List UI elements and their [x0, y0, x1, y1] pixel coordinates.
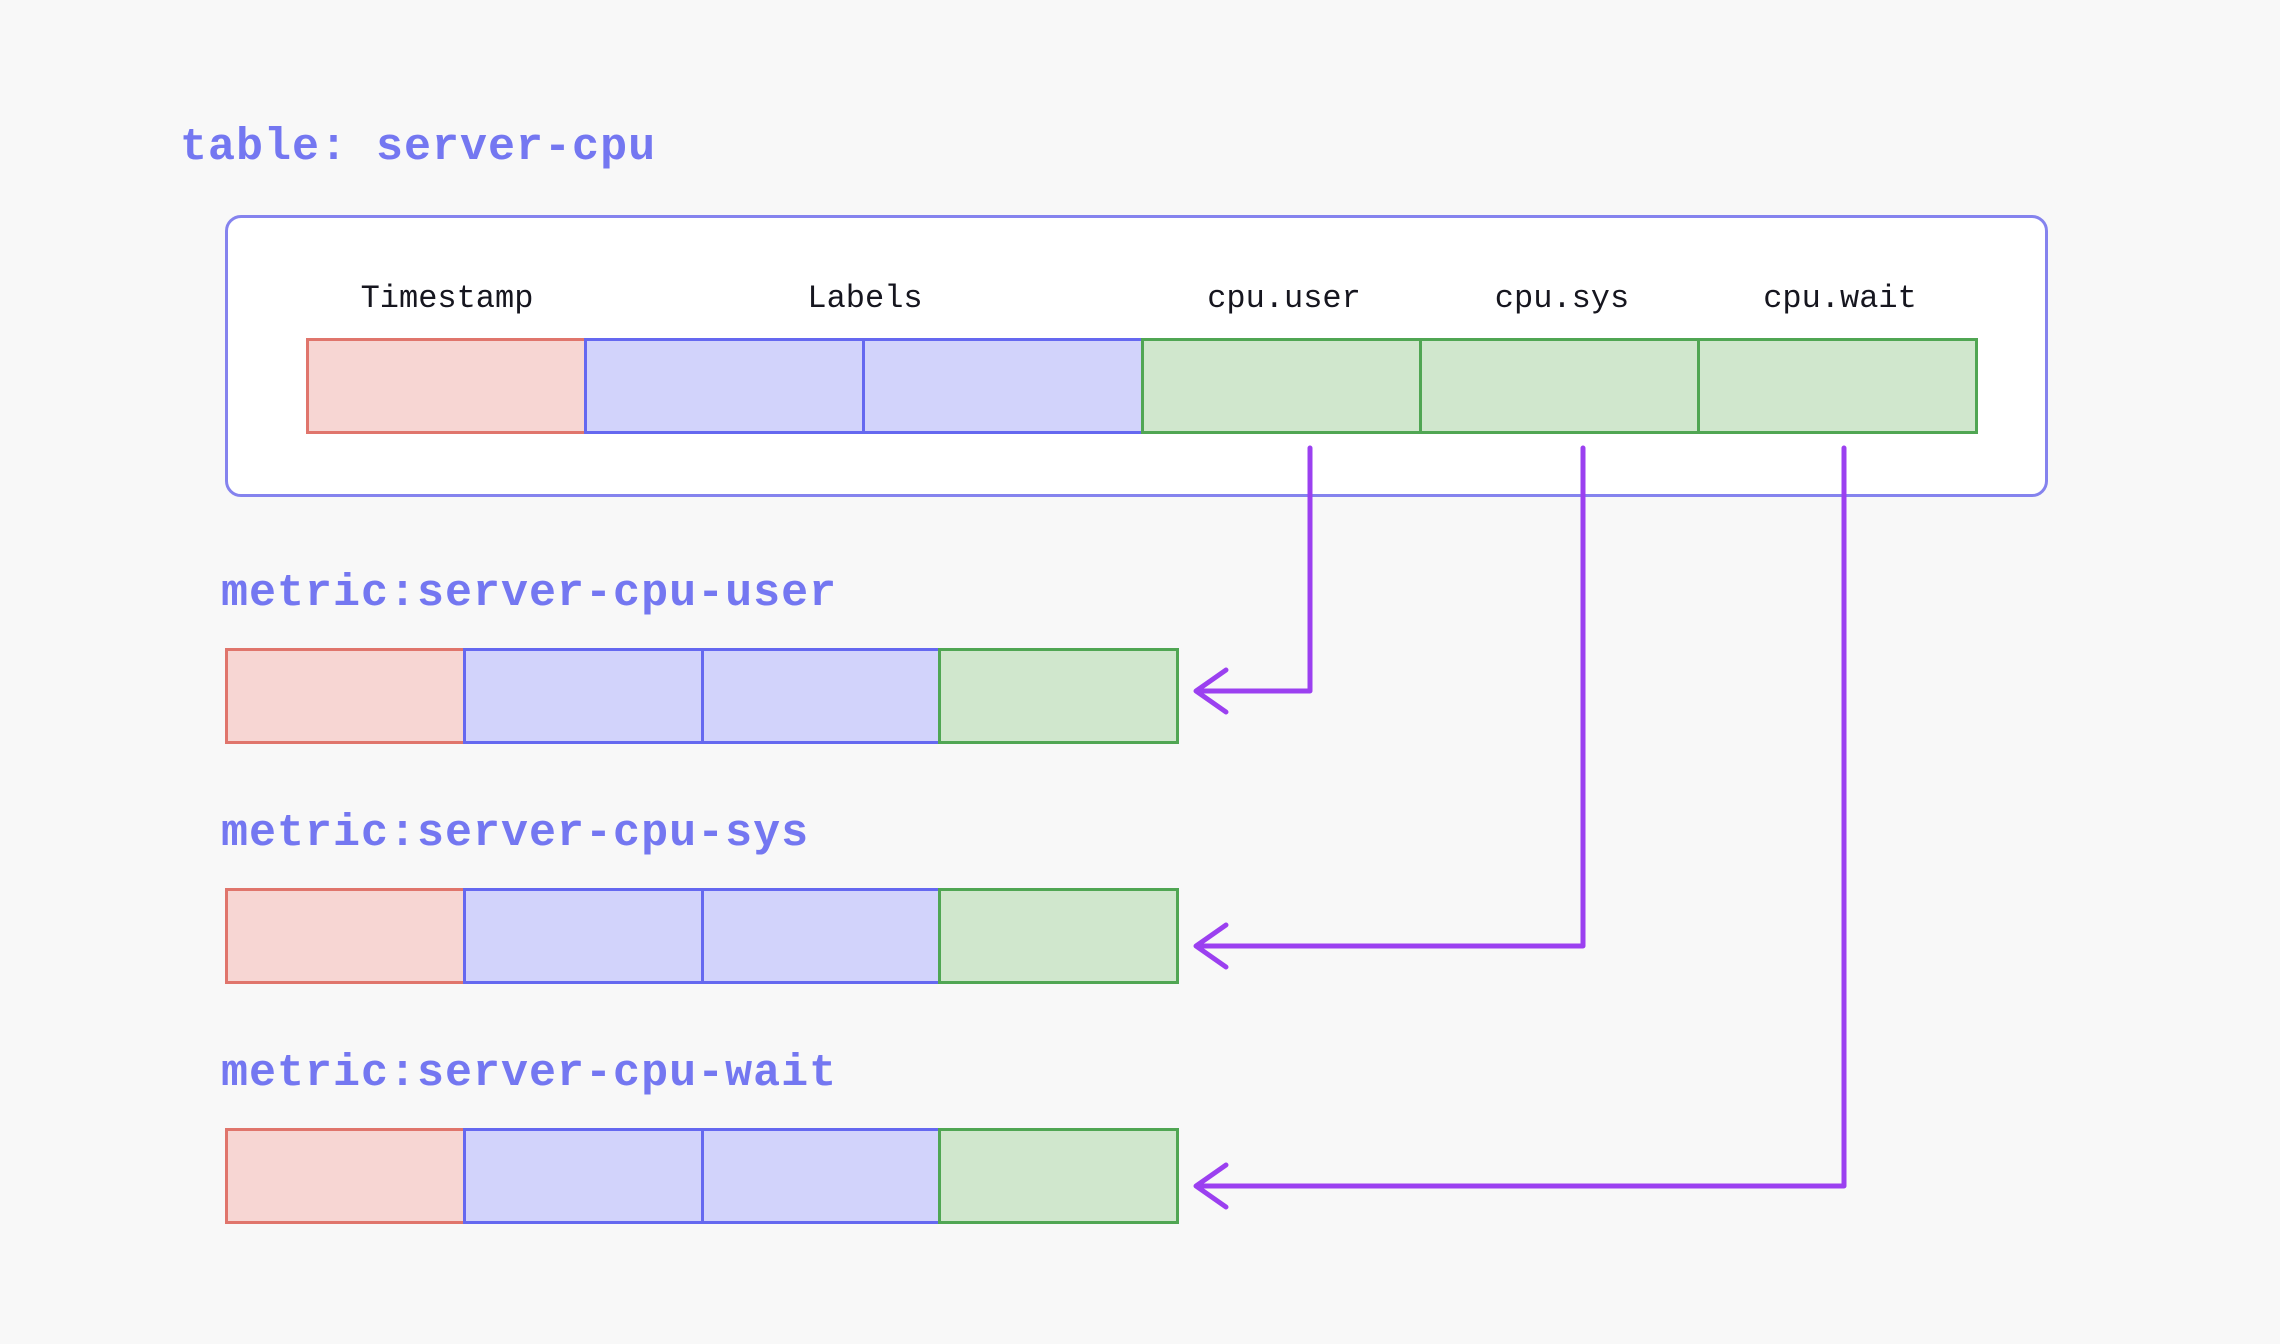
label-cell [862, 338, 1144, 434]
column-header-cpu-sys: cpu.sys [1494, 280, 1630, 317]
arrow-cpu-wait-to-metric [1193, 445, 1847, 1210]
label-cell [700, 1128, 942, 1224]
field-cell [938, 1128, 1179, 1224]
timestamp-cell [225, 888, 466, 984]
timestamp-cell [306, 338, 588, 434]
column-header-cpu-user: cpu.user [1207, 280, 1361, 317]
metric-title-server-cpu-user: metric:server-cpu-user [221, 568, 838, 619]
timestamp-cell [225, 648, 466, 744]
arrow-cpu-sys-to-metric [1193, 445, 1586, 970]
field-cell [938, 888, 1179, 984]
label-cell [462, 648, 704, 744]
table-schema-row [306, 338, 1979, 434]
table-title: table: server-cpu [180, 122, 657, 173]
label-cell [584, 338, 866, 434]
column-header-cpu-wait: cpu.wait [1763, 280, 1917, 317]
field-cell-cpu-sys [1418, 338, 1700, 434]
metric-row-server-cpu-sys [225, 888, 1179, 984]
table-card: Timestamp Labels cpu.user cpu.sys cpu.wa… [225, 215, 2048, 497]
label-cell [700, 648, 942, 744]
timestamp-cell [225, 1128, 466, 1224]
metric-row-server-cpu-wait [225, 1128, 1179, 1224]
field-cell-cpu-wait [1696, 338, 1979, 434]
label-cell [462, 1128, 704, 1224]
field-cell-cpu-user [1140, 338, 1422, 434]
metric-row-server-cpu-user [225, 648, 1179, 744]
column-header-timestamp: Timestamp [360, 280, 534, 317]
metric-title-server-cpu-wait: metric:server-cpu-wait [221, 1048, 838, 1099]
column-header-labels: Labels [807, 280, 923, 317]
label-cell [462, 888, 704, 984]
label-cell [700, 888, 942, 984]
metric-title-server-cpu-sys: metric:server-cpu-sys [221, 808, 810, 859]
field-cell [938, 648, 1179, 744]
